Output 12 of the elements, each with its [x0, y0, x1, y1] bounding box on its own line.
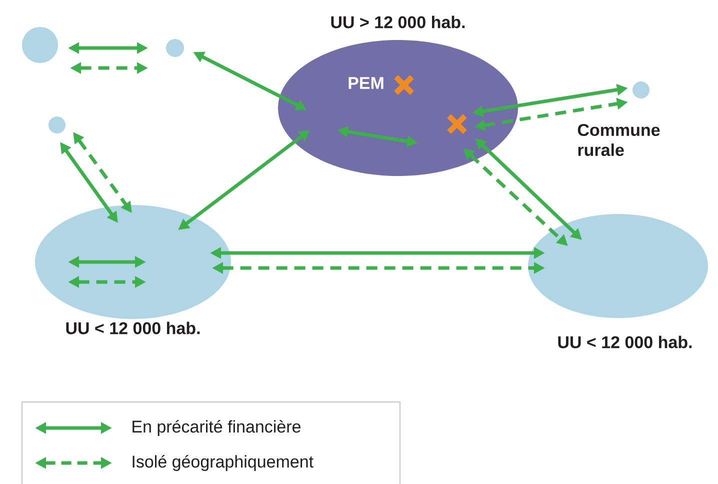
cross-marker [447, 114, 467, 134]
legend-text: En précarité financière [132, 420, 300, 436]
legend-text: Isolé géographiquement [132, 454, 314, 472]
place-label: Commune rurale [578, 124, 660, 156]
hub-label: PEM [348, 77, 384, 89]
circle [166, 39, 184, 57]
cross-marker [394, 75, 414, 95]
area-label: UU > 12 000 hab. [331, 16, 465, 28]
area-label: UU < 12 000 hab. [66, 322, 200, 334]
area-label: UU < 12 000 hab. [558, 336, 692, 348]
circle [22, 27, 58, 63]
circle [48, 116, 66, 134]
